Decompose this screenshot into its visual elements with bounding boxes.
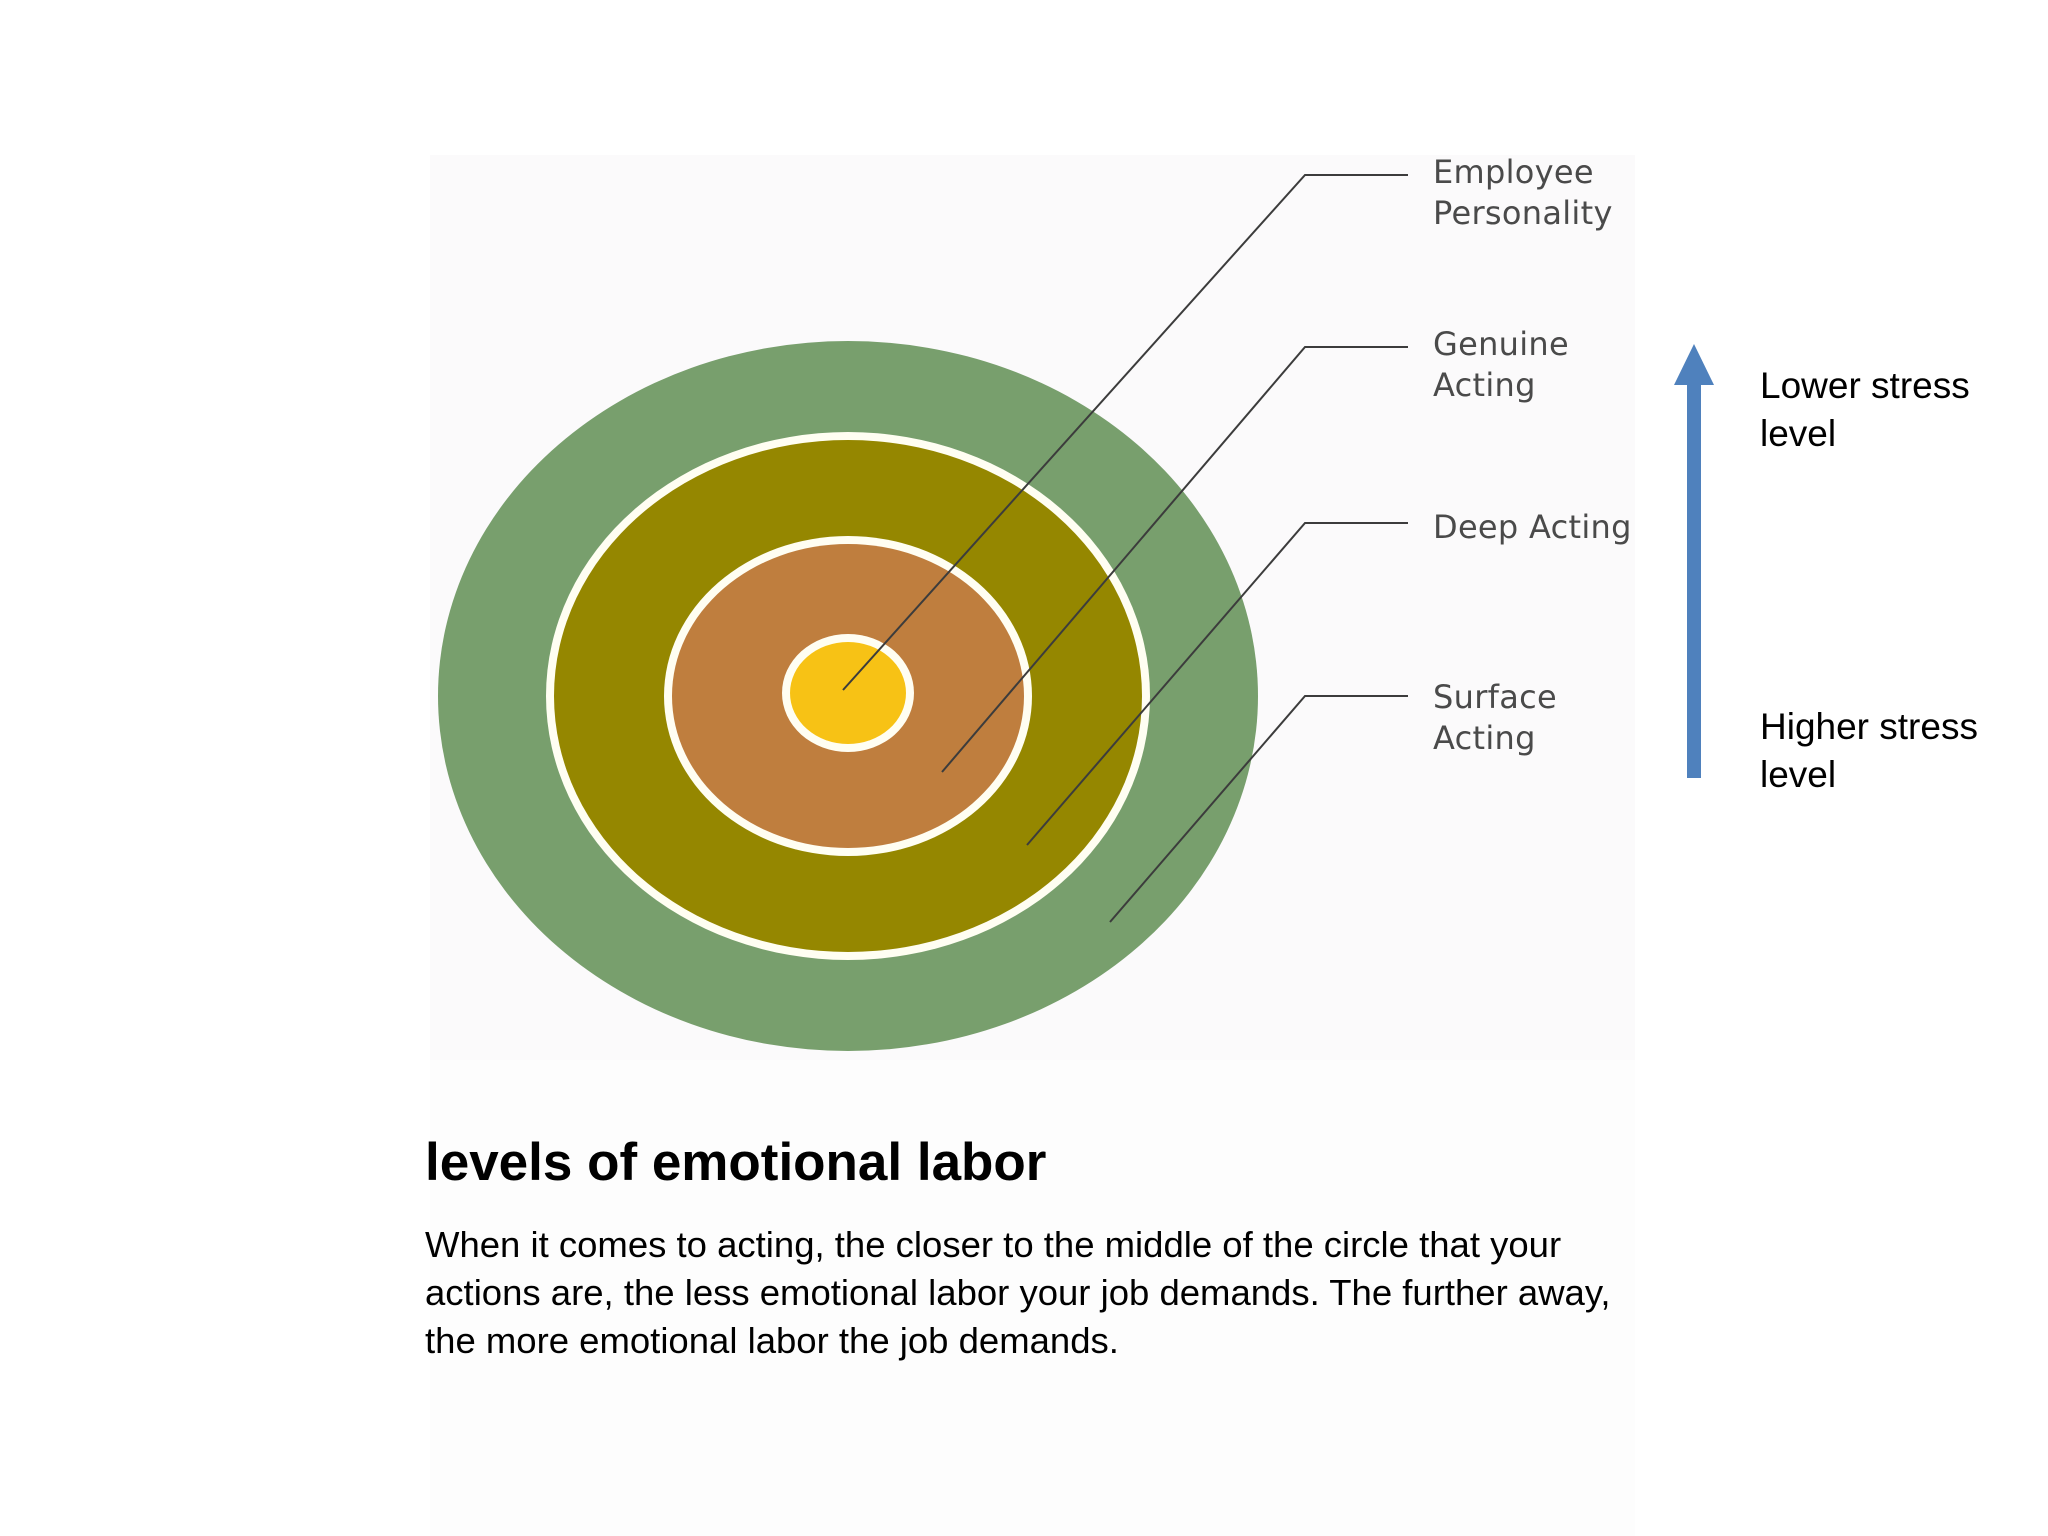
- label-genuine-acting-line1: Genuine: [1433, 325, 1569, 363]
- label-genuine-acting-line2: Acting: [1433, 366, 1536, 404]
- leader-line-deep-acting: [1026, 522, 1408, 846]
- label-surface-acting: Surface Acting: [1433, 678, 1568, 757]
- label-employee-personality: Employee Personality: [1433, 153, 1613, 232]
- label-surface-acting-line1: Surface: [1433, 678, 1557, 716]
- label-employee-personality-line2: Personality: [1433, 194, 1613, 232]
- stress-arrow-head: [1674, 344, 1714, 385]
- leader-line-employee-personality: [842, 174, 1408, 691]
- label-employee-personality-line1: Employee: [1433, 153, 1594, 191]
- figure-lower-panel: [430, 1060, 1635, 1536]
- stress-arrow: [1674, 344, 1714, 778]
- slide-body-text: When it comes to acting, the closer to t…: [425, 1224, 1611, 1361]
- stress-arrow-shaft: [1687, 380, 1701, 778]
- higher-stress-label: Higher stress level: [1760, 706, 1978, 795]
- lower-stress-label: Lower stress level: [1760, 365, 1970, 454]
- label-genuine-acting: Genuine Acting: [1433, 325, 1580, 404]
- slide-title: levels of emotional labor: [425, 1133, 1047, 1192]
- ring-employee-personality: [790, 642, 906, 744]
- leader-line-genuine-acting: [941, 346, 1408, 773]
- label-surface-acting-line2: Acting: [1433, 719, 1536, 757]
- leader-line-surface-acting: [1109, 695, 1408, 923]
- label-deep-acting: Deep Acting: [1433, 508, 1632, 546]
- label-deep-acting-line1: Deep Acting: [1433, 508, 1632, 546]
